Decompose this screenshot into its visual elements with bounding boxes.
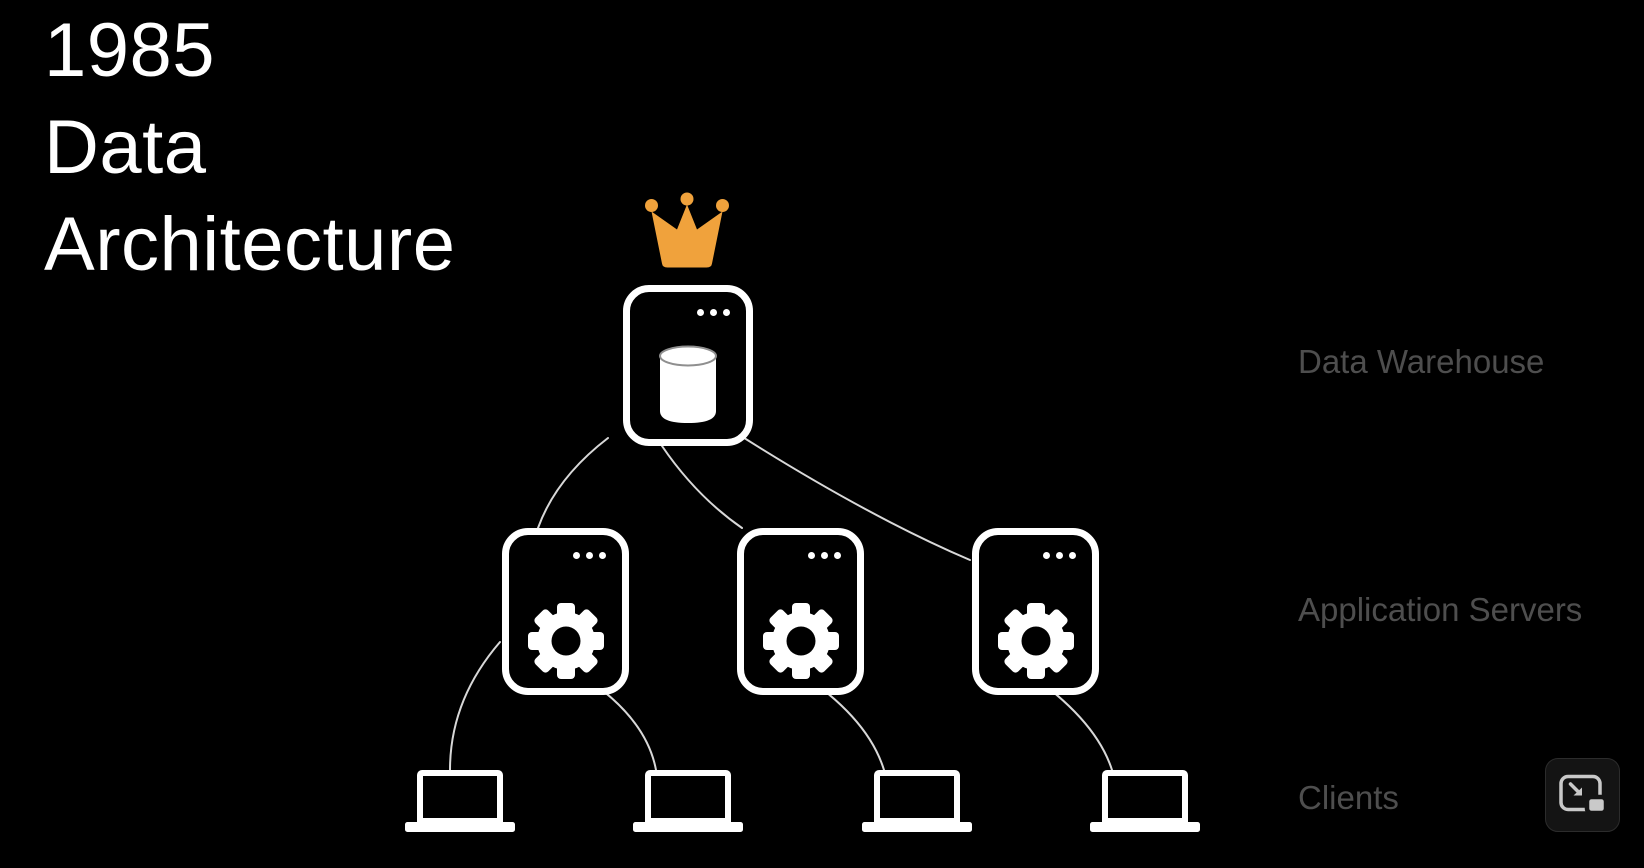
picture-in-picture-button[interactable] xyxy=(1545,758,1620,832)
app-server-node-2 xyxy=(737,528,864,695)
dot xyxy=(697,309,704,316)
slide-title-line-1: 1985 xyxy=(44,8,216,93)
laptop-icon-client-4 xyxy=(1090,770,1200,832)
app-server-node-3 xyxy=(972,528,1099,695)
data-warehouse-node xyxy=(623,285,753,446)
slide-title-line-3: Architecture xyxy=(44,202,456,287)
ellipsis-dots-icon xyxy=(697,309,730,316)
tier-label-data-warehouse: Data Warehouse xyxy=(1298,343,1545,380)
dot xyxy=(599,552,606,559)
dot xyxy=(821,552,828,559)
dot xyxy=(1043,552,1050,559)
dot xyxy=(573,552,580,559)
dot xyxy=(710,309,717,316)
connector-warehouse-app2 xyxy=(661,445,743,529)
dot xyxy=(1056,552,1063,559)
gear-icon xyxy=(527,603,604,679)
connector-warehouse-app1 xyxy=(537,437,609,529)
ellipsis-dots-icon xyxy=(808,552,841,559)
laptop-screen xyxy=(874,770,960,824)
gear-icon xyxy=(762,603,839,679)
laptop-screen xyxy=(1102,770,1188,824)
laptop-base xyxy=(405,822,515,832)
laptop-screen xyxy=(645,770,731,824)
laptop-screen xyxy=(417,770,503,824)
laptop-icon-client-3 xyxy=(862,770,972,832)
tier-label-clients: Clients xyxy=(1298,779,1399,816)
gear-icon xyxy=(997,603,1074,679)
laptop-icon-client-2 xyxy=(633,770,743,832)
dot xyxy=(1069,552,1076,559)
laptop-icon-client-1 xyxy=(405,770,515,832)
laptop-base xyxy=(1090,822,1200,832)
laptop-base xyxy=(862,822,972,832)
slide-title: 1985 Data Architecture xyxy=(44,2,456,293)
slide-title-line-2: Data xyxy=(44,105,207,190)
tier-label-application-servers: Application Servers xyxy=(1298,591,1583,628)
picture-in-picture-icon xyxy=(1558,774,1608,816)
dot xyxy=(586,552,593,559)
dot xyxy=(808,552,815,559)
ellipsis-dots-icon xyxy=(573,552,606,559)
ellipsis-dots-icon xyxy=(1043,552,1076,559)
dot xyxy=(723,309,730,316)
database-icon xyxy=(659,345,717,423)
crown-icon xyxy=(645,192,729,268)
laptop-base xyxy=(633,822,743,832)
connector-app1-client1 xyxy=(449,641,501,771)
dot xyxy=(834,552,841,559)
app-server-node-1 xyxy=(502,528,629,695)
